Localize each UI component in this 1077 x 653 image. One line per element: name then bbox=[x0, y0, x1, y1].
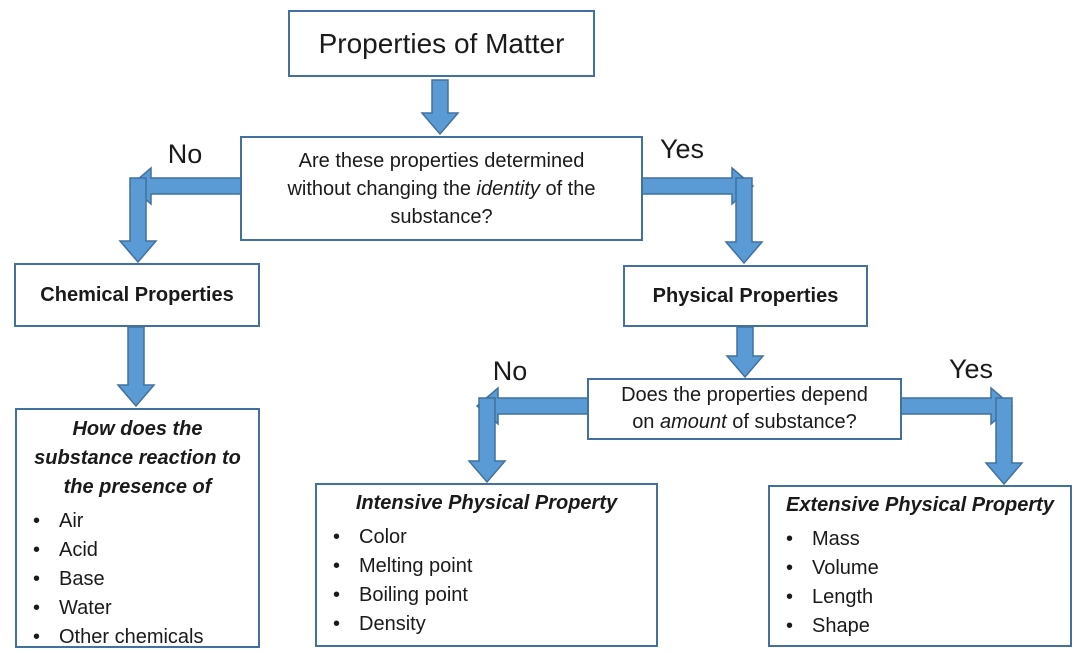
chemical-properties-box: Chemical Properties bbox=[14, 263, 260, 327]
list-item: Shape bbox=[784, 612, 1070, 641]
branch-label-no-2: No bbox=[492, 356, 528, 386]
title-box: Properties of Matter bbox=[288, 10, 595, 77]
arrow-physical-down bbox=[725, 326, 765, 379]
extensive-property-box: Extensive Physical Property Mass Volume … bbox=[768, 485, 1072, 647]
question2-italic-word: amount bbox=[660, 411, 727, 433]
branch-label-yes-1: Yes bbox=[659, 134, 705, 164]
question1-box: Are these properties determined without … bbox=[240, 136, 643, 241]
list-item: Color bbox=[331, 523, 656, 552]
question1-line2: without changing the identity of the bbox=[287, 177, 596, 200]
extensive-heading: Extensive Physical Property bbox=[786, 494, 1054, 516]
physical-properties-label: Physical Properties bbox=[652, 284, 839, 307]
list-item: Mass bbox=[784, 525, 1070, 554]
question1-line1: Are these properties determined bbox=[298, 149, 585, 172]
branch-label-yes-2: Yes bbox=[948, 354, 994, 384]
arrow-chemical-down bbox=[116, 326, 156, 408]
list-item: Density bbox=[331, 610, 656, 639]
question2-box: Does the properties depend on amount of … bbox=[587, 378, 902, 440]
list-item: Air bbox=[31, 507, 258, 536]
question1-line3: substance? bbox=[390, 205, 493, 228]
chemical-detail-box: How does the substance reaction to the p… bbox=[15, 408, 260, 652]
chemical-detail-heading: How does the substance reaction to the p… bbox=[34, 418, 241, 498]
chemical-detail-list: Air Acid Base Water Other chemicals bbox=[17, 507, 258, 652]
list-item: Acid bbox=[31, 536, 258, 565]
intensive-list: Color Melting point Boiling point Densit… bbox=[317, 523, 656, 639]
list-item: Other chemicals bbox=[31, 623, 258, 652]
question2-line1: Does the properties depend bbox=[621, 384, 868, 406]
list-item: Length bbox=[784, 583, 1070, 612]
extensive-list: Mass Volume Length Shape bbox=[770, 525, 1070, 641]
arrow-title-down bbox=[420, 79, 460, 136]
list-item: Boiling point bbox=[331, 581, 656, 610]
list-item: Melting point bbox=[331, 552, 656, 581]
arrow-no2-down bbox=[467, 397, 507, 484]
arrow-yes1-down bbox=[724, 177, 764, 265]
arrow-yes2-down bbox=[984, 397, 1024, 486]
branch-label-no-1: No bbox=[167, 139, 203, 169]
physical-properties-box: Physical Properties bbox=[623, 265, 868, 327]
question1-italic-word: identity bbox=[476, 177, 540, 200]
page-title: Properties of Matter bbox=[318, 27, 565, 59]
arrow-no1-down bbox=[118, 177, 158, 264]
intensive-heading: Intensive Physical Property bbox=[355, 492, 618, 514]
list-item: Base bbox=[31, 565, 258, 594]
intensive-property-box: Intensive Physical Property Color Meltin… bbox=[315, 483, 658, 647]
list-item: Volume bbox=[784, 554, 1070, 583]
list-item: Water bbox=[31, 594, 258, 623]
chemical-properties-label: Chemical Properties bbox=[40, 283, 234, 306]
question2-line2: on amount of substance? bbox=[632, 411, 857, 433]
